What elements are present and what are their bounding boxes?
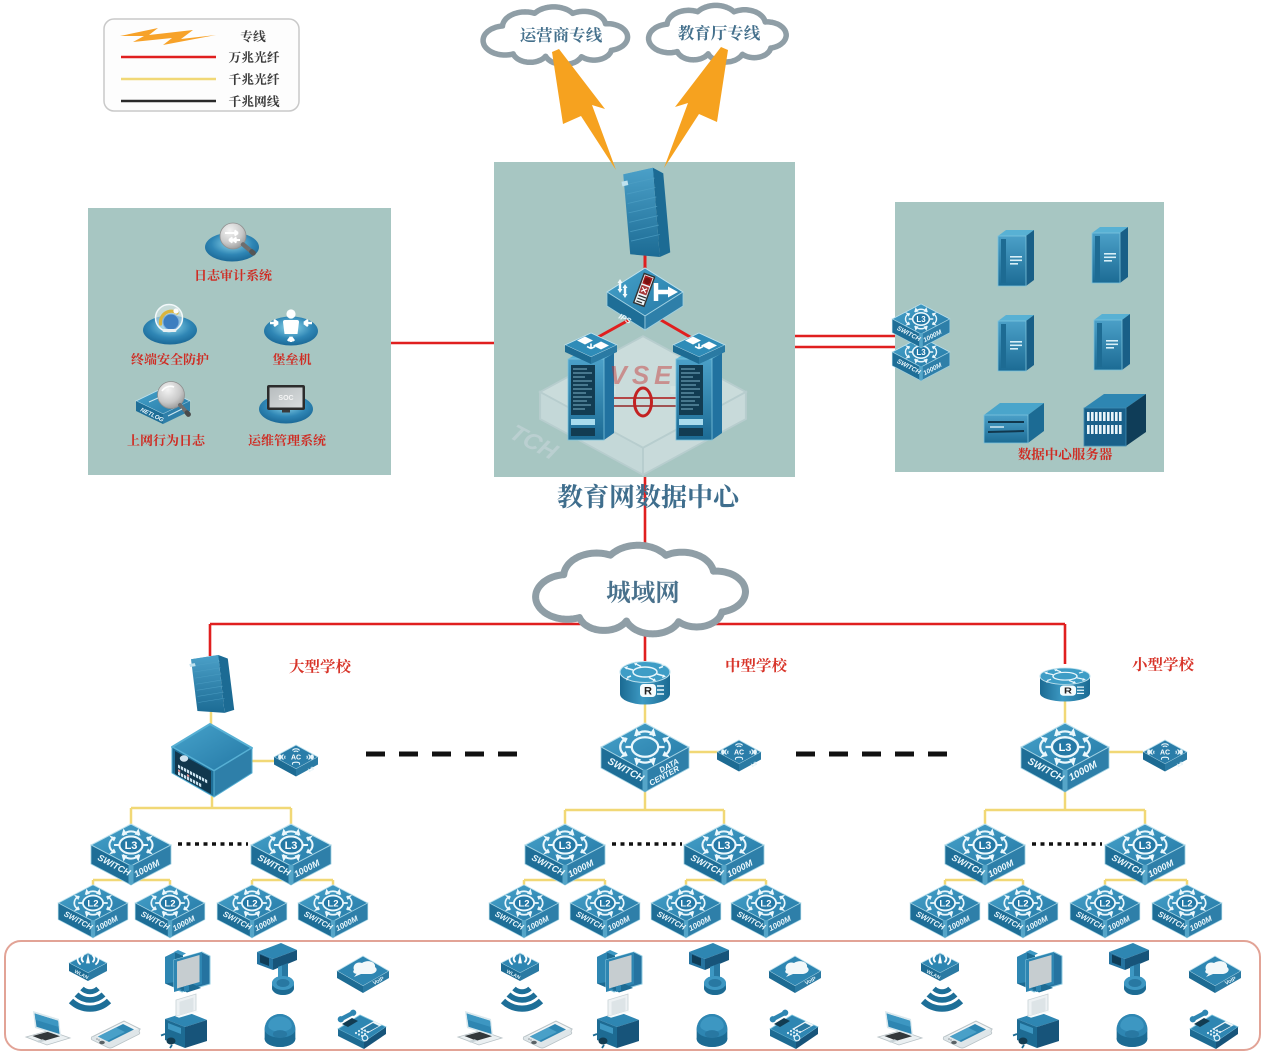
- svg-text:VSE: VSE: [609, 360, 676, 390]
